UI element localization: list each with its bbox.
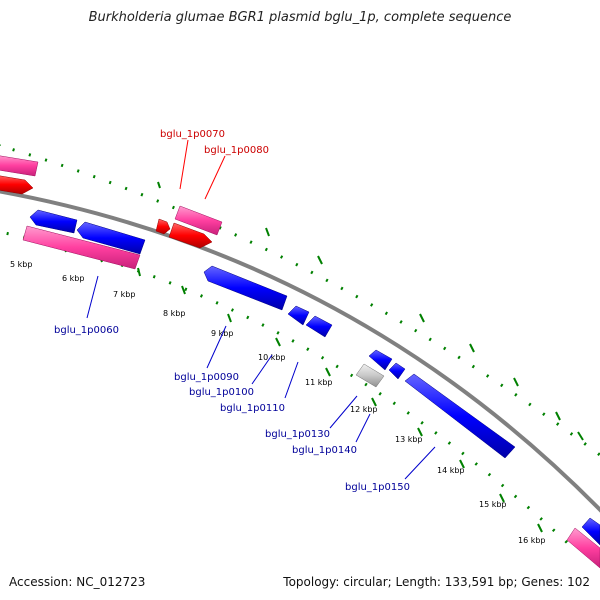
kbp-label: 16 kbp	[518, 536, 546, 545]
gene-label-bglu-1p0090: bglu_1p0090	[174, 372, 239, 383]
cds-arrow-bglu-1p0090	[203, 265, 288, 311]
gc-ticks-outer	[0, 144, 600, 457]
kbp-label: 7 kbp	[113, 290, 135, 299]
leader-bglu-1p0070	[179, 139, 189, 190]
leader-bglu-1p0130	[329, 395, 358, 429]
leader-bglu-1p0100	[251, 354, 273, 385]
leader-bglu-1p0110	[284, 361, 299, 399]
rna-feature-bglu-1p0080	[174, 205, 223, 236]
accession-text: Accession: NC_012723	[9, 575, 146, 589]
leader-bglu-1p0090	[206, 325, 227, 369]
cds-arrow-bglu-1p0130	[368, 349, 393, 371]
kbp-label: 13 kbp	[395, 435, 423, 444]
plasmid-backbone	[0, 189, 600, 513]
pseudo-feature-bglu-1p0130	[355, 363, 385, 388]
rna-feature-bottom	[566, 527, 600, 569]
kbp-label: 8 kbp	[163, 309, 185, 318]
gene-label-bglu-1p0070: bglu_1p0070	[160, 129, 225, 140]
map-title: Burkholderia glumae BGR1 plasmid bglu_1p…	[88, 10, 512, 25]
cds-arrow-bglu-1p0070	[155, 218, 171, 235]
cds-arrow-bglu-1p0140	[388, 362, 406, 380]
kbp-label: 15 kbp	[479, 500, 507, 509]
gc-long-ticks	[0, 143, 584, 533]
kbp-label: 11 kbp	[305, 378, 333, 387]
forward-strand-features	[0, 155, 600, 569]
kbp-tick-labels: 5 kbp 6 kbp 7 kbp 8 kbp 9 kbp 10 kbp 11 …	[10, 260, 546, 545]
cds-arrow-bglu-1p0100	[287, 305, 310, 326]
kbp-label: 6 kbp	[62, 274, 84, 283]
cds-arrow-reverse	[29, 209, 78, 234]
cds-arrow-bglu-1p0110	[305, 315, 333, 338]
cds-arrow-reverse-bottom	[581, 517, 600, 546]
kbp-label: 14 kbp	[437, 466, 465, 475]
topology-summary: Topology: circular; Length: 133,591 bp; …	[283, 575, 590, 589]
leader-bglu-1p0060	[86, 275, 99, 319]
cds-arrow-forward	[0, 175, 34, 195]
gene-label-bglu-1p0140: bglu_1p0140	[292, 445, 357, 456]
gene-labels: bglu_1p0070 bglu_1p0080 bglu_1p0060 bglu…	[54, 129, 410, 493]
leader-bglu-1p0080	[204, 155, 226, 200]
kbp-label: 12 kbp	[350, 405, 378, 414]
rna-feature	[0, 155, 39, 177]
gene-label-bglu-1p0110: bglu_1p0110	[220, 403, 285, 414]
cds-arrow-reverse-2	[76, 221, 146, 255]
kbp-label: 5 kbp	[10, 260, 32, 269]
cds-arrow-bglu-1p0150	[404, 373, 516, 459]
gene-label-bglu-1p0130: bglu_1p0130	[265, 429, 330, 440]
gene-label-bglu-1p0150: bglu_1p0150	[345, 482, 410, 493]
label-leader-lines	[86, 139, 436, 480]
kbp-label: 10 kbp	[258, 353, 286, 362]
gene-label-bglu-1p0060: bglu_1p0060	[54, 325, 119, 336]
cds-arrow-bglu-1p0080	[168, 222, 213, 249]
gene-label-bglu-1p0080: bglu_1p0080	[204, 145, 269, 156]
leader-bglu-1p0150	[404, 446, 436, 480]
reverse-strand-features	[22, 209, 600, 546]
gene-label-bglu-1p0100: bglu_1p0100	[189, 387, 254, 398]
leader-bglu-1p0140	[355, 413, 371, 443]
rna-feature-bglu-1p0060	[22, 225, 141, 270]
